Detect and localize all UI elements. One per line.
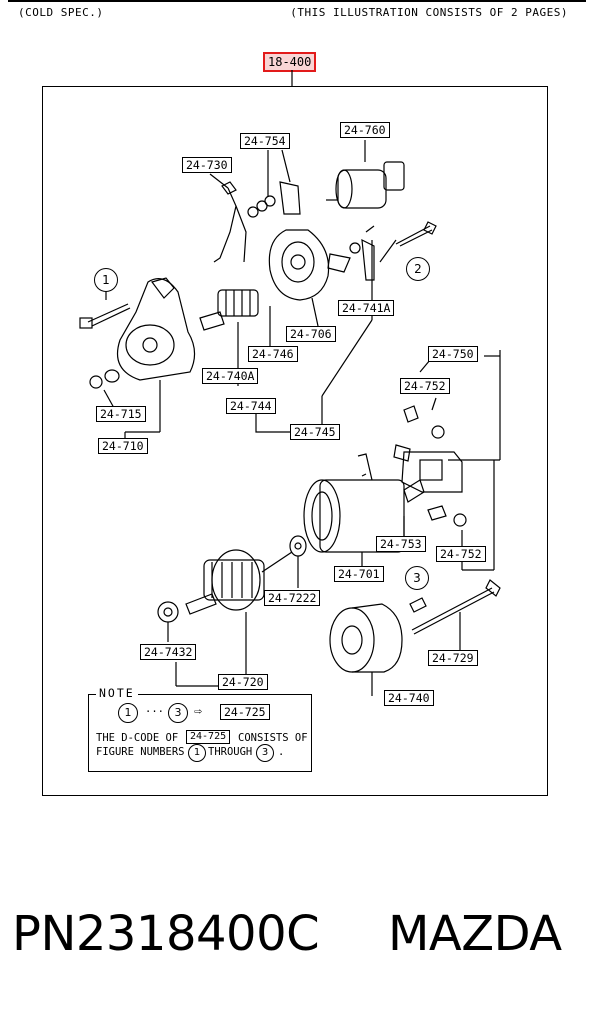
part-label-24-701[interactable]: 24-701: [334, 566, 384, 582]
note-line2-start: FIGURE NUMBERS: [96, 746, 185, 758]
callout-1: 1: [94, 268, 118, 292]
part-label-24-740A[interactable]: 24-740A: [202, 368, 259, 384]
note-box: [88, 694, 312, 772]
part-label-24-715[interactable]: 24-715: [96, 406, 146, 422]
note-callout-3: 3: [168, 703, 188, 723]
part-label-24-745[interactable]: 24-745: [290, 424, 340, 440]
note-callout-1: 1: [118, 703, 138, 723]
note-line2-callout-3: 3: [256, 744, 274, 762]
part-label-24-752-lower[interactable]: 24-752: [436, 546, 486, 562]
note-line2-callout-1: 1: [188, 744, 206, 762]
part-label-24-752-upper[interactable]: 24-752: [400, 378, 450, 394]
part-label-24-753[interactable]: 24-753: [376, 536, 426, 552]
part-label-24-720[interactable]: 24-720: [218, 674, 268, 690]
note-line2-period: .: [278, 746, 285, 758]
part-label-24-710[interactable]: 24-710: [98, 438, 148, 454]
part-label-24-729[interactable]: 24-729: [428, 650, 478, 666]
part-label-24-7222[interactable]: 24-7222: [264, 590, 321, 606]
part-label-24-706[interactable]: 24-706: [286, 326, 336, 342]
note-line1-code[interactable]: 24-725: [186, 730, 231, 744]
spec-label: (COLD SPEC.): [18, 6, 104, 19]
page-count-note: (THIS ILLUSTRATION CONSISTS OF 2 PAGES): [290, 6, 568, 19]
brand-name: MAZDA: [388, 906, 562, 962]
note-line1-start: THE D-CODE OF: [96, 732, 179, 744]
illustration-frame: [42, 86, 548, 796]
note-line2-through: THROUGH: [208, 746, 253, 758]
note-line1-end: CONSISTS OF: [238, 732, 308, 744]
part-label-24-760[interactable]: 24-760: [340, 122, 390, 138]
note-d-code[interactable]: 24-725: [220, 704, 270, 720]
group-code-highlight[interactable]: 18-400: [263, 52, 317, 72]
part-label-24-746[interactable]: 24-746: [248, 346, 298, 362]
note-dots: ···: [145, 706, 164, 718]
part-label-24-754[interactable]: 24-754: [240, 133, 290, 149]
top-rule: [8, 0, 586, 2]
part-label-24-744[interactable]: 24-744: [226, 398, 276, 414]
part-label-24-730[interactable]: 24-730: [182, 157, 232, 173]
part-label-24-741A[interactable]: 24-741A: [338, 300, 395, 316]
arrow-icon: ⇨: [194, 704, 202, 719]
callout-2: 2: [406, 257, 430, 281]
note-title: NOTE: [96, 686, 138, 700]
part-label-24-740[interactable]: 24-740: [384, 690, 434, 706]
callout-3: 3: [405, 566, 429, 590]
part-label-24-750[interactable]: 24-750: [428, 346, 478, 362]
part-number: PN2318400C: [12, 906, 320, 962]
part-label-24-7432[interactable]: 24-7432: [140, 644, 197, 660]
